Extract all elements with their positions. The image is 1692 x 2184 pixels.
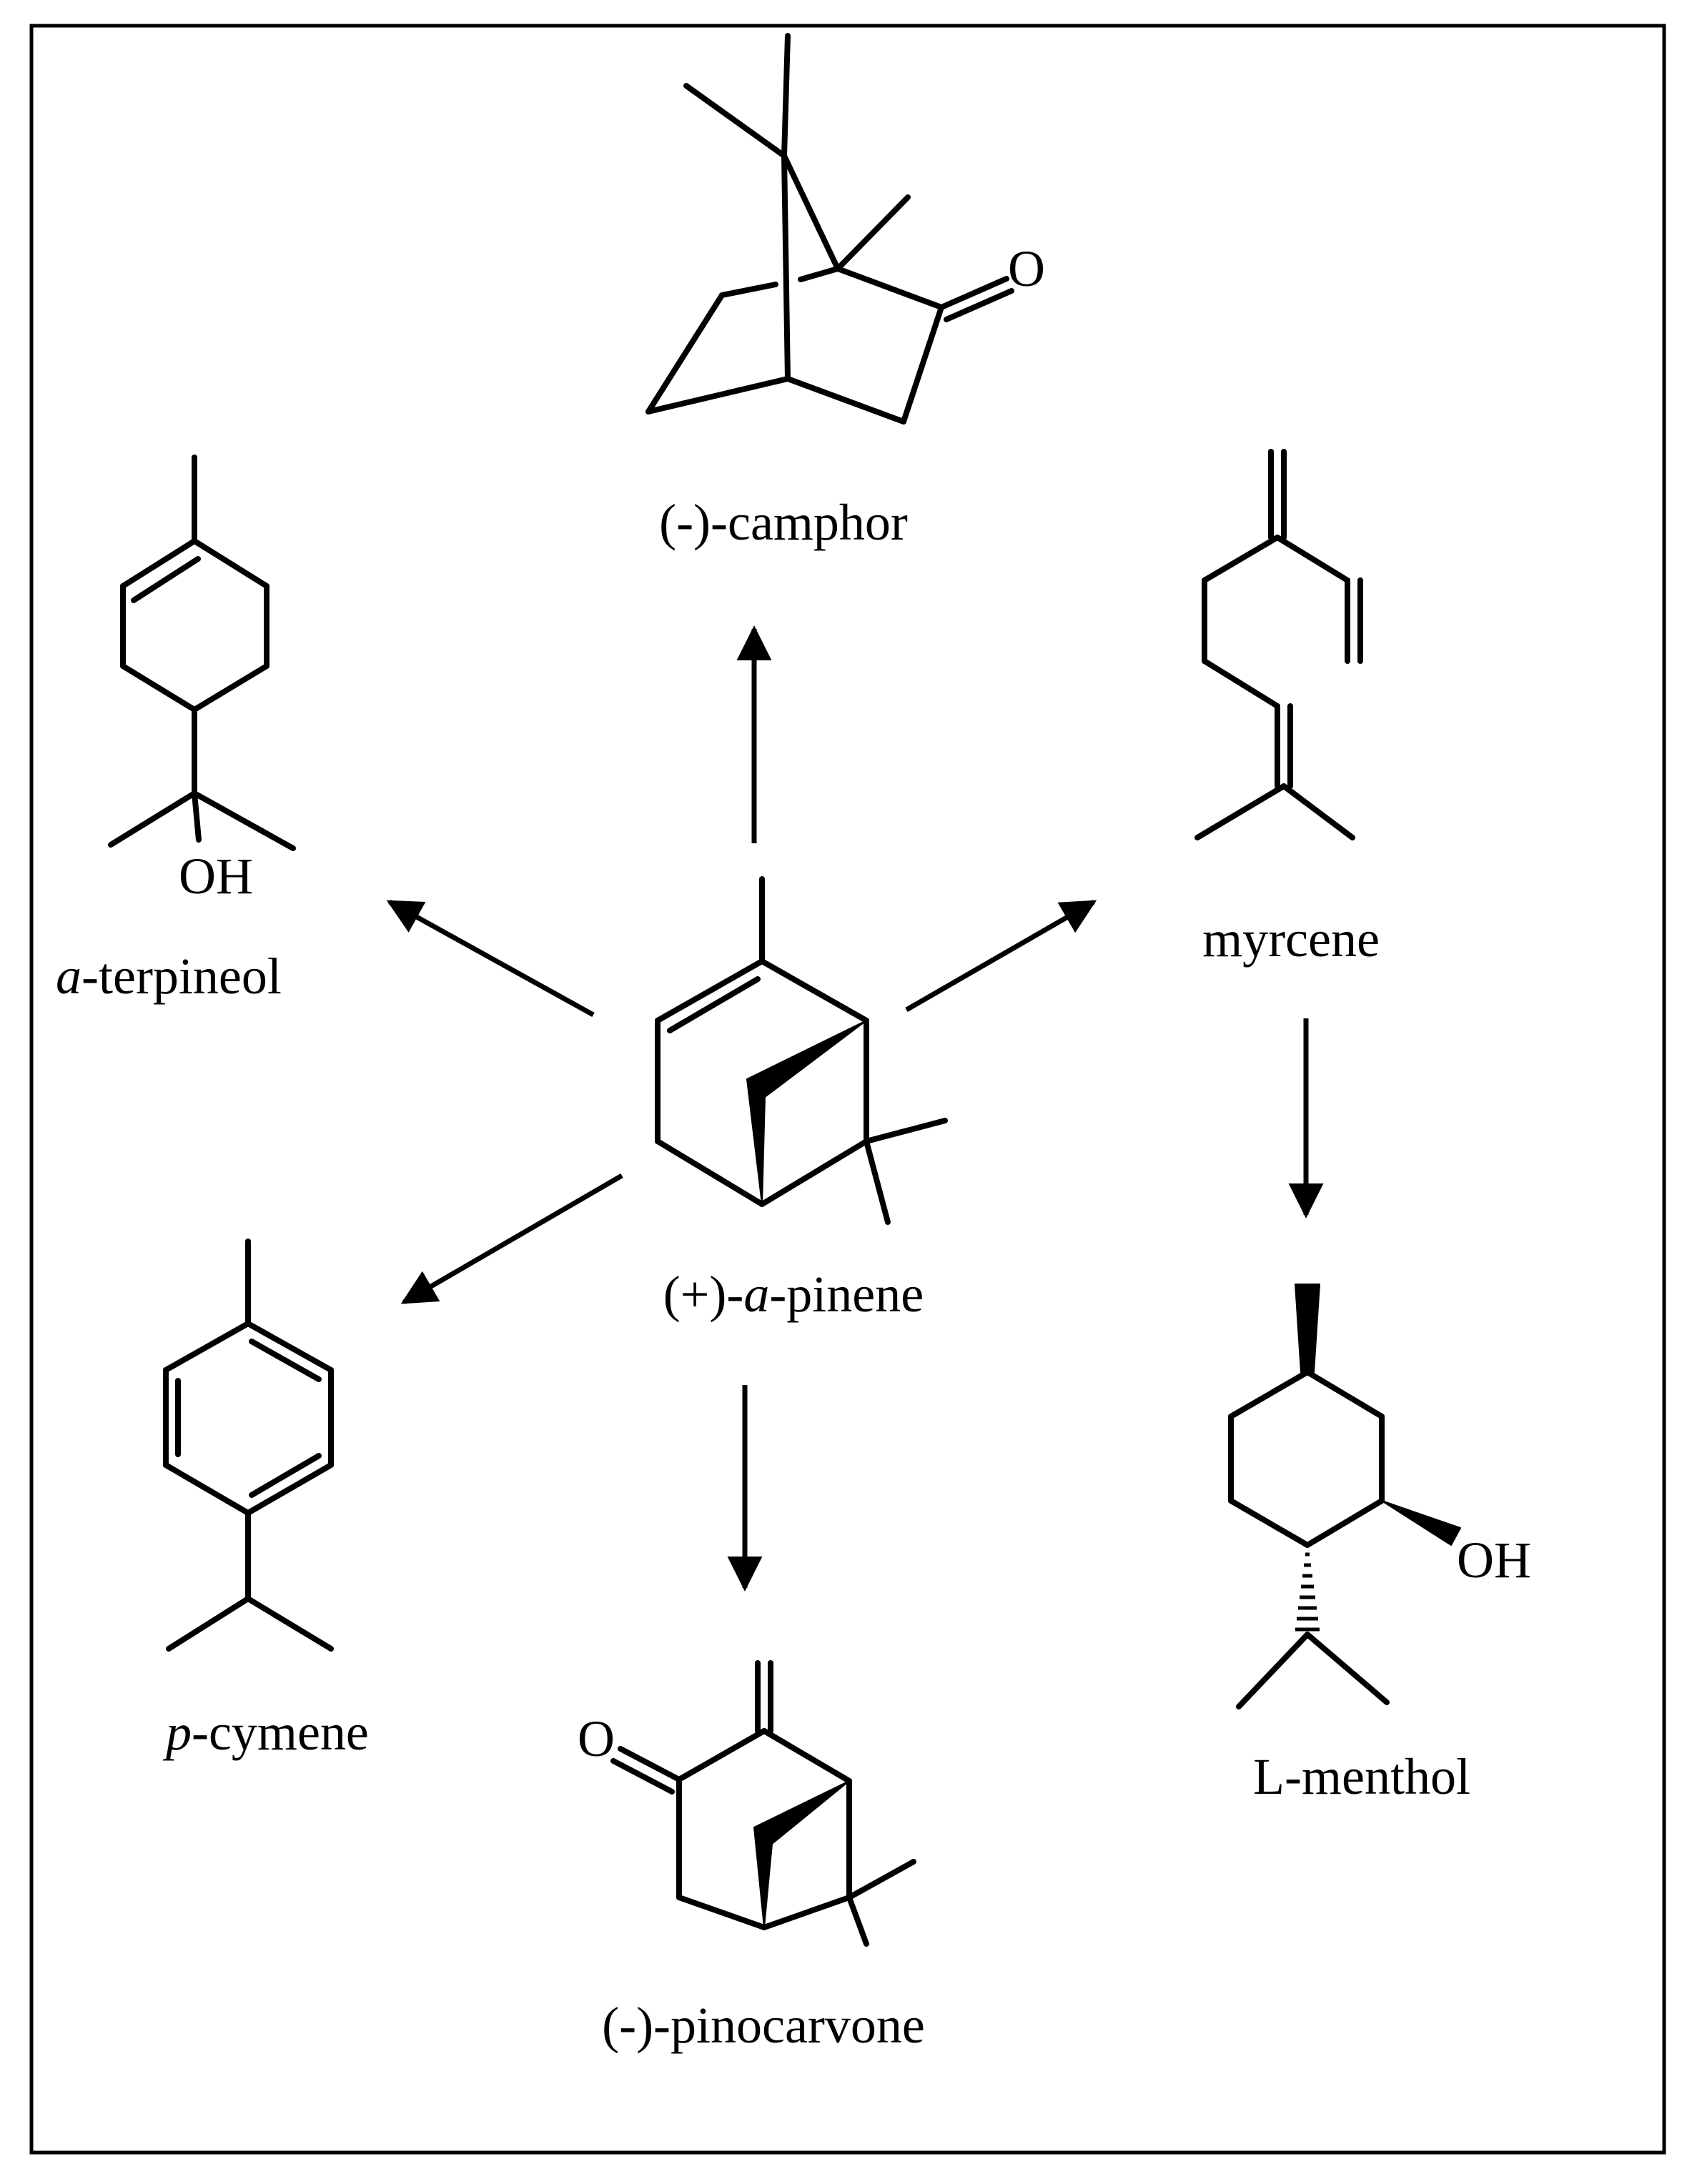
pinene-structure [655,876,948,1225]
pinocarvone-label: (-)-pinocarvone [602,1997,925,2054]
terpineol-hydroxyl-atom: OH [179,848,253,905]
arrow-to-cymene [400,1173,623,1305]
terpineol-structure: OH [108,455,296,905]
menthol-label: L-menthol [1253,1748,1470,1805]
menthol-hydroxyl-atom: OH [1457,1532,1531,1589]
camphor-structure: O [645,33,1045,425]
diagram-frame [29,24,1666,2155]
cymene-structure [163,1239,334,1652]
pinocarvone-oxygen-atom: O [578,1710,615,1767]
myrcene-label: myrcene [1202,910,1380,968]
camphor-oxygen-atom: O [1008,240,1045,297]
menthol-structure: OH [1228,1284,1531,1709]
arrow-to-terpineol [386,899,595,1018]
myrcene-structure [1194,449,1363,840]
cymene-label: p-cymene [162,1704,369,1761]
arrow-to-myrcene [905,899,1097,1013]
reaction-arrows [386,625,1324,1592]
terpineol-label: a-terpineol [56,948,282,1005]
pinene-label: (+)-a-pinene [663,1266,924,1323]
pinocarvone-structure: O [578,1660,916,1947]
menthol-hash-bond [1295,1552,1320,1632]
camphor-label: (-)-camphor [659,494,908,551]
